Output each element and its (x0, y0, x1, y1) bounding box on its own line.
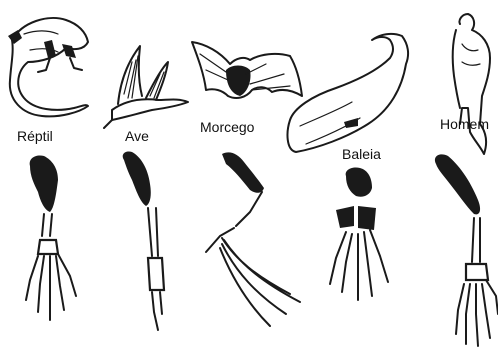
whale-label: Baleia (342, 146, 381, 162)
bird-label: Ave (125, 128, 149, 144)
whale-illustration (288, 34, 409, 152)
bat-illustration (192, 42, 302, 98)
reptile-label: Réptil (17, 128, 53, 144)
human-illustration (453, 14, 490, 154)
bat-forelimb-skeleton (206, 152, 300, 326)
human-forelimb-skeleton (435, 154, 498, 346)
bat-label: Morcego (200, 119, 254, 135)
whale-forelimb-skeleton (330, 167, 388, 300)
bird-forelimb-skeleton (123, 151, 164, 330)
human-label: Homem (440, 116, 489, 132)
reptile-forelimb-skeleton (26, 155, 76, 320)
lizard-illustration (8, 18, 88, 116)
seagull-illustration (104, 46, 188, 128)
